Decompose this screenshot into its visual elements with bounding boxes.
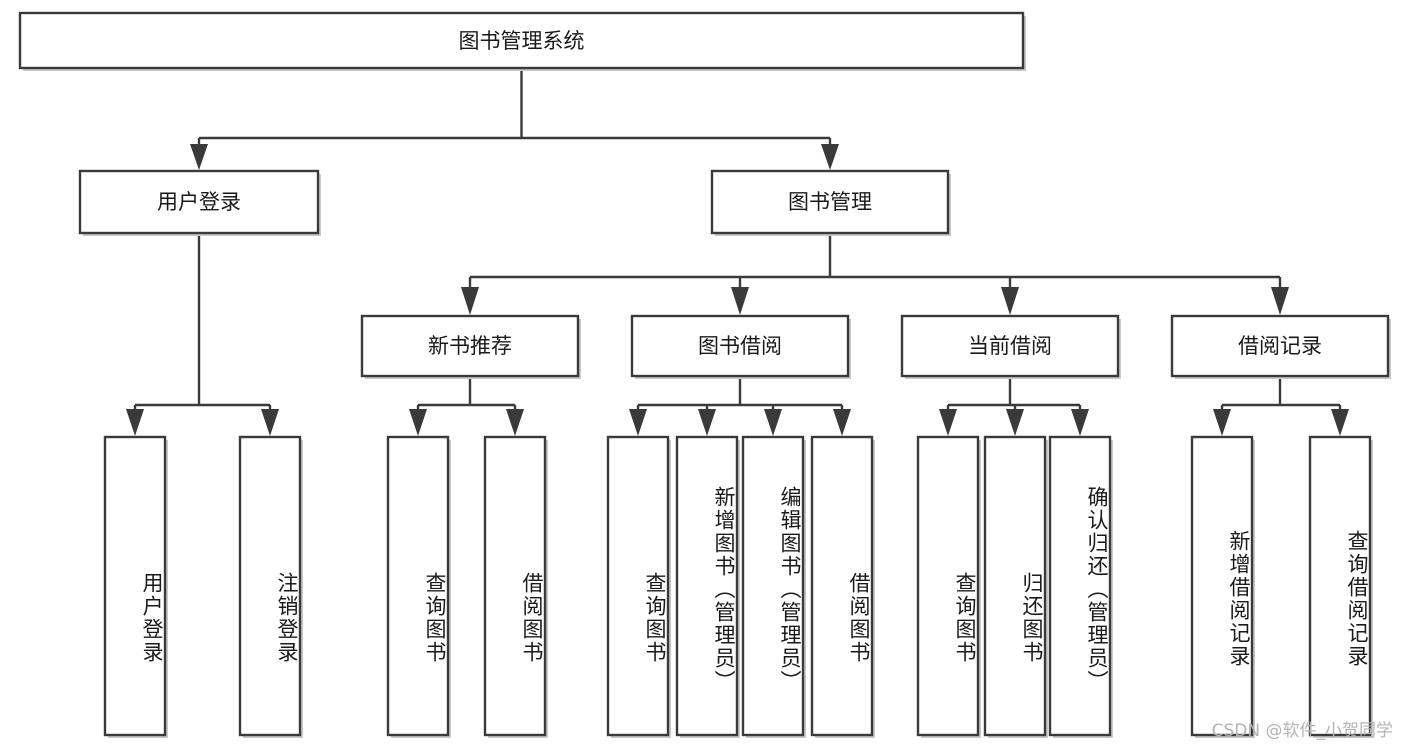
arrow-icon-current-leaf-3	[1071, 409, 1089, 436]
node-current-borrow[interactable]: 当前借阅	[900, 314, 1121, 379]
connector-group-borrow	[629, 376, 851, 436]
leaf-rect-borrow-books-new[interactable]	[483, 435, 547, 737]
node-borrow-records[interactable]: 借阅记录	[1170, 314, 1391, 379]
leaf-rect-query-books-current[interactable]	[916, 435, 980, 737]
leaf-rect-confirm-return-admin[interactable]	[1048, 435, 1112, 737]
connector-group-new-books	[409, 376, 524, 436]
node-current-borrow-label: 当前借阅	[968, 334, 1052, 358]
arrow-icon-to-records	[1271, 287, 1289, 315]
node-book-borrow-label: 图书借阅	[698, 334, 782, 358]
leaf-rect-query-books-borrow[interactable]	[606, 435, 670, 737]
node-user-login-label: 用户登录	[157, 190, 241, 214]
node-current-borrow-rect[interactable]	[900, 314, 1120, 378]
arrow-icon-current-leaf-1	[939, 409, 957, 436]
leaf-rect-add-record[interactable]	[1190, 435, 1254, 737]
leaf-rect-return-books[interactable]	[983, 435, 1047, 737]
node-book-borrow[interactable]: 图书借阅	[630, 314, 851, 379]
node-new-book-recommend[interactable]: 新书推荐	[360, 314, 581, 379]
node-new-book-recommend-label: 新书推荐	[428, 334, 512, 358]
arrow-icon-current-leaf-2	[1006, 409, 1024, 436]
leaf-rect-borrow-books[interactable]	[810, 435, 874, 737]
connector-group-current	[939, 376, 1089, 436]
node-user-login-rect[interactable]	[78, 169, 320, 235]
arrow-icon-newbooks-leaf-2	[506, 409, 524, 436]
arrow-icon-root-to-user-login	[190, 144, 208, 170]
connector-group-root	[190, 68, 839, 170]
arrow-icon-userlogin-leaf-1	[126, 409, 144, 436]
arrow-icon-newbooks-leaf-1	[409, 409, 427, 436]
node-borrow-records-rect[interactable]	[1170, 314, 1390, 378]
arrow-icon-borrow-leaf-2	[698, 409, 716, 436]
node-user-login[interactable]: 用户登录	[78, 169, 321, 236]
arrow-icon-borrow-leaf-1	[629, 409, 647, 436]
arrow-icon-to-current	[1001, 287, 1019, 315]
leaf-rect-query-record[interactable]	[1308, 435, 1372, 737]
node-book-borrow-rect[interactable]	[630, 314, 850, 378]
arrow-icon-borrow-leaf-4	[833, 409, 851, 436]
node-book-management-rect[interactable]	[710, 169, 950, 235]
leaf-rect-edit-book-admin[interactable]	[741, 435, 805, 737]
connector-group-records	[1213, 376, 1349, 436]
arrow-icon-userlogin-leaf-2	[261, 409, 279, 436]
arrow-icon-records-leaf-1	[1213, 409, 1231, 436]
arrow-icon-borrow-leaf-3	[764, 409, 782, 436]
leaf-node-group	[103, 435, 1373, 738]
leaf-rect-logout[interactable]	[238, 435, 302, 737]
leaf-rect-add-book-admin[interactable]	[675, 435, 739, 737]
connector-group-user-login	[126, 233, 279, 436]
arrow-icon-root-to-book-mgmt	[821, 144, 839, 170]
arrow-icon-to-borrow	[731, 287, 749, 315]
node-book-management[interactable]: 图书管理	[710, 169, 951, 236]
node-borrow-records-label: 借阅记录	[1238, 334, 1322, 358]
arrow-icon-records-leaf-2	[1331, 409, 1349, 436]
leaf-rect-user-login[interactable]	[103, 435, 167, 737]
node-root[interactable]: 图书管理系统	[18, 11, 1026, 71]
node-new-book-recommend-rect[interactable]	[360, 314, 580, 378]
connector-group-book-mgmt	[461, 233, 1289, 315]
node-root-label: 图书管理系统	[459, 29, 585, 53]
leaf-rect-query-books-new[interactable]	[386, 435, 450, 737]
arrow-icon-to-new-books	[461, 287, 479, 315]
csdn-watermark: CSDN @软件_小贺同学	[1211, 721, 1393, 741]
node-root-rect[interactable]	[18, 11, 1025, 70]
node-book-management-label: 图书管理	[788, 190, 872, 214]
